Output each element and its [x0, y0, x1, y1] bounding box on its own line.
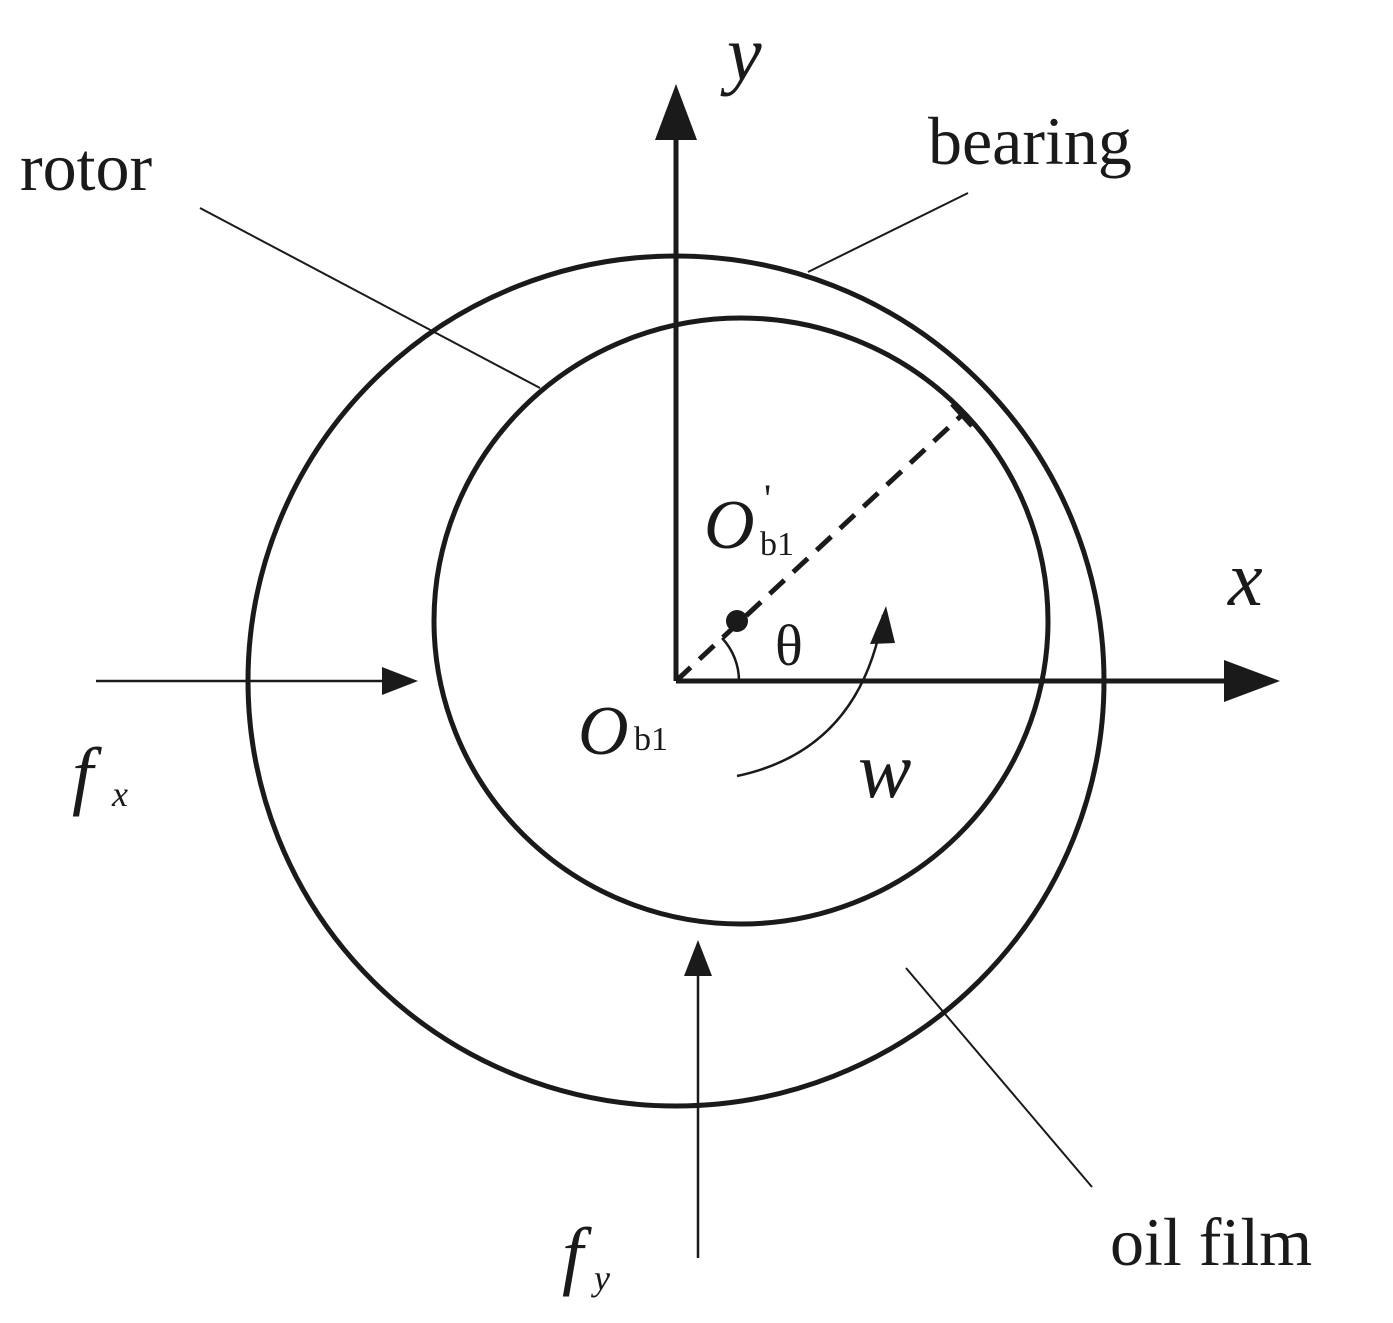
rotor-center-dot — [726, 610, 748, 632]
rotor-circle — [431, 315, 1051, 927]
y-axis-label: y — [720, 10, 762, 97]
rotor-leader-line — [199, 207, 541, 389]
fy-label: f — [562, 1213, 592, 1297]
bearing-center-label: O — [578, 693, 629, 770]
theta-arc — [721, 637, 741, 682]
rotation-arrow-head — [870, 606, 895, 644]
y-axis-arrowhead — [655, 84, 697, 140]
rotor-label: rotor — [20, 129, 153, 205]
eccentricity-dashed-line — [674, 413, 964, 683]
rotation-arrow — [736, 614, 885, 778]
rotor-center-subscript: b1 — [760, 526, 794, 563]
eccentricity-end-tick — [950, 402, 974, 428]
bearing-label: bearing — [928, 103, 1132, 179]
theta-label: θ — [775, 613, 803, 678]
rotor-center-prime: ' — [764, 476, 771, 521]
fx-label: f — [72, 733, 102, 817]
oil-film-label: oil film — [1110, 1204, 1312, 1280]
rotor-center-label: O — [704, 487, 755, 564]
omega-label: w — [858, 727, 911, 815]
fy-subscript: y — [591, 1258, 610, 1298]
fx-force-arrowhead — [382, 667, 418, 695]
bearing-center-subscript: b1 — [634, 721, 668, 758]
x-axis-label: x — [1227, 535, 1263, 622]
bearing-leader-line — [807, 192, 969, 273]
x-axis-arrowhead — [1224, 660, 1280, 702]
fx-subscript: x — [111, 774, 128, 814]
fy-force-arrowhead — [684, 940, 712, 976]
oil-film-leader-line — [905, 967, 1093, 1188]
